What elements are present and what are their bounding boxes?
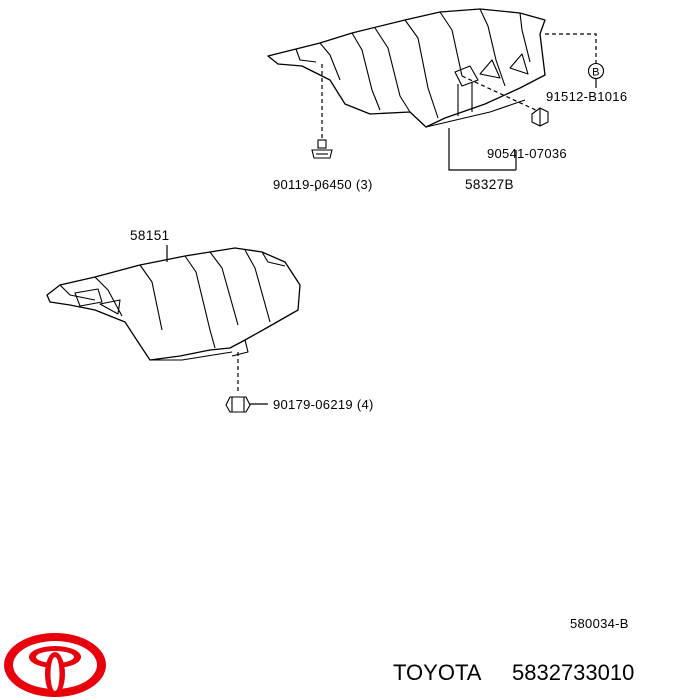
- clip-b-marker: B: [587, 62, 605, 80]
- label-cover: 58151: [130, 228, 170, 243]
- upper-heat-insulator: [267, 8, 546, 128]
- leader-clip-b: [545, 33, 597, 64]
- toyota-logo-icon: [4, 633, 106, 697]
- label-clip-b: 91512-B1016: [546, 89, 627, 104]
- footer-part-number: 5832733010: [512, 660, 634, 685]
- label-heat-insulator: 58327B: [465, 177, 514, 192]
- clip-icon: [531, 107, 549, 127]
- svg-text:B: B: [592, 67, 600, 79]
- leader-clip: [461, 75, 541, 113]
- bolt-lower-icon: [225, 396, 251, 413]
- label-clip: 90541-07036: [487, 146, 567, 161]
- footer-brand: TOYOTA: [393, 660, 482, 685]
- figure-code: 580034-B: [570, 616, 629, 631]
- label-bolt-upper: 90119-06450 (3): [273, 177, 373, 192]
- lower-cover: [46, 247, 301, 361]
- leader-insulator: [448, 128, 516, 171]
- label-bolt-lower: 90179-06219 (4): [273, 397, 374, 412]
- bolt-upper-icon: [311, 139, 333, 159]
